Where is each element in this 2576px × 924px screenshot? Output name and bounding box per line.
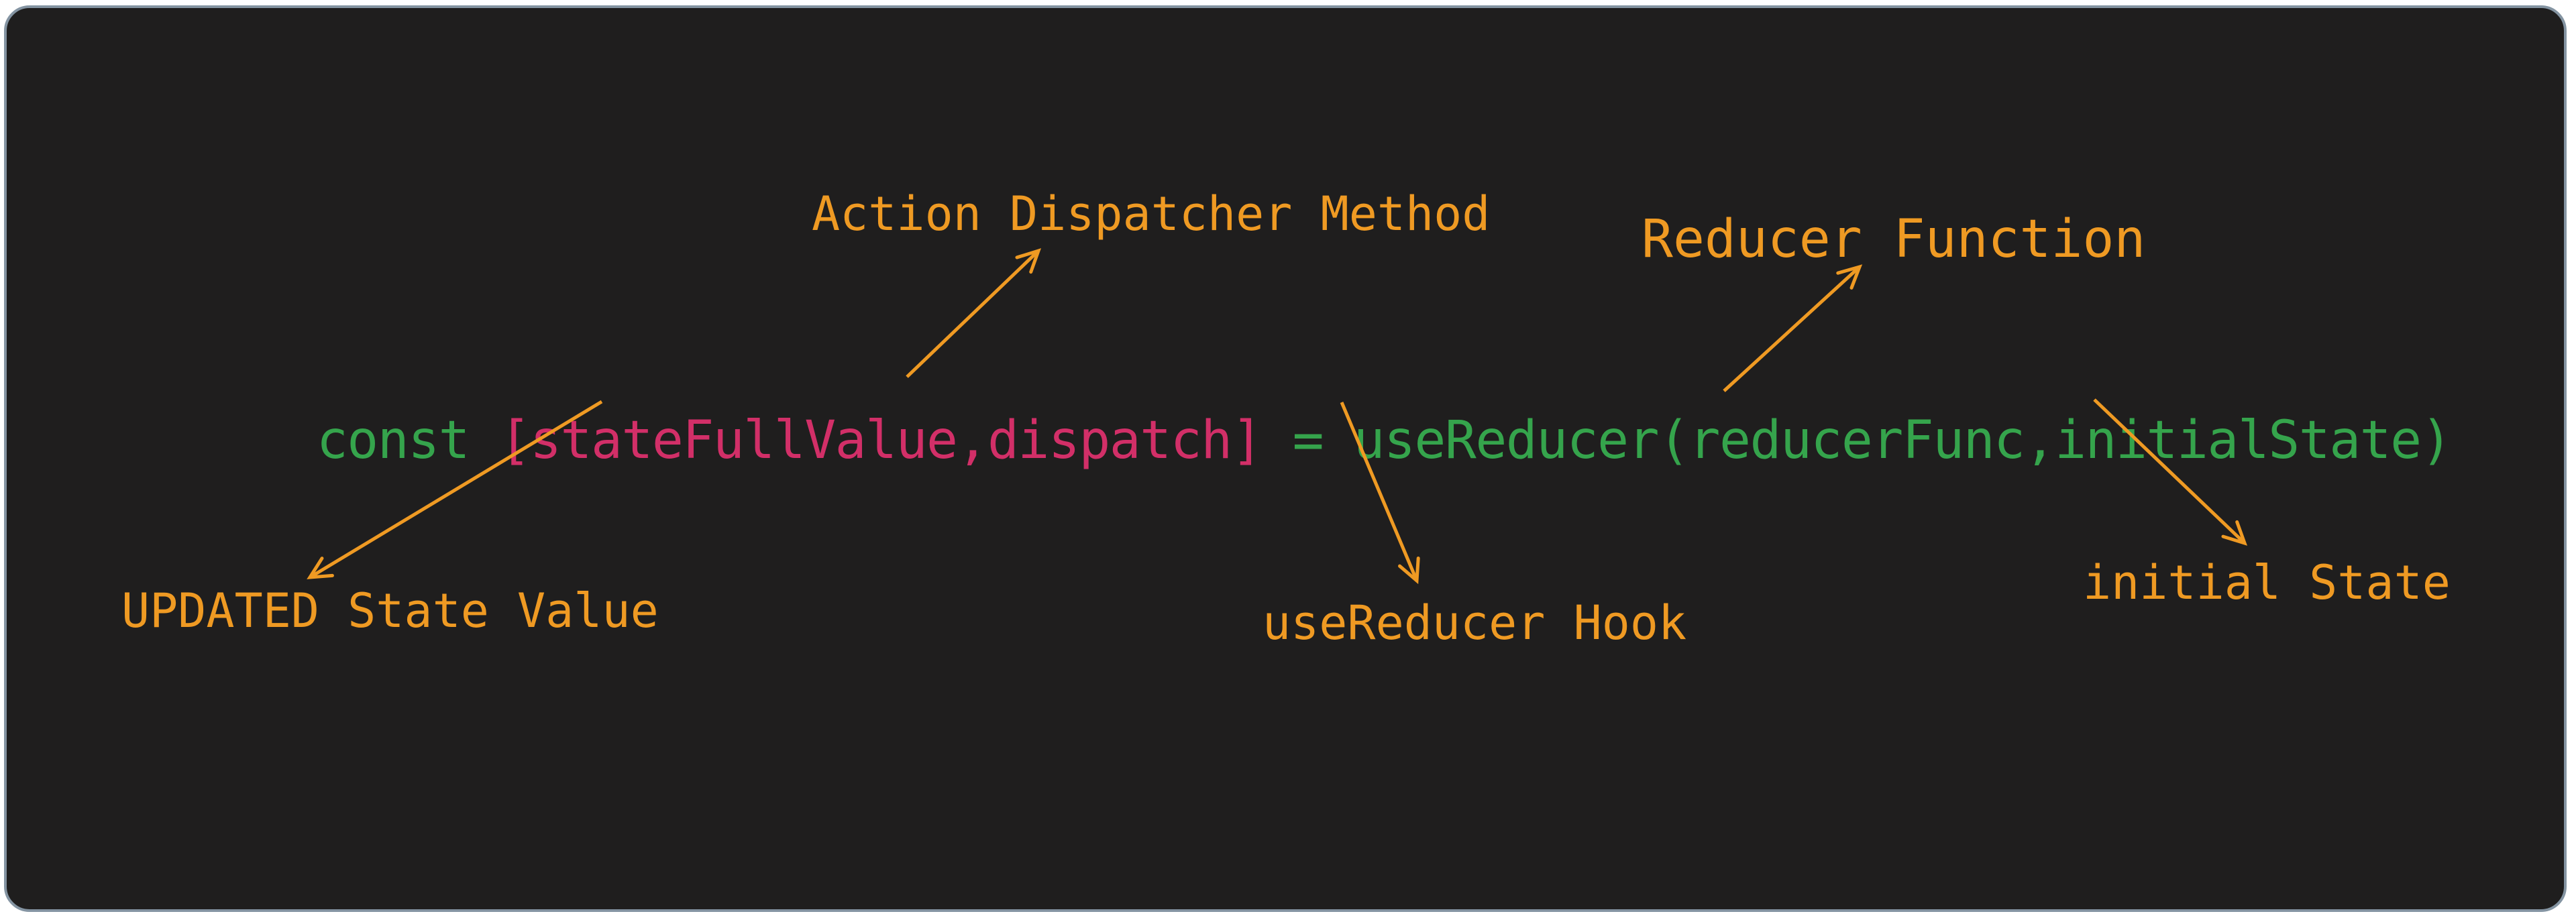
annotation-action-dispatcher-method: Action Dispatcher Method [812,186,1491,241]
equals-sign: = [1262,410,1354,471]
const-keyword: const [316,410,500,471]
annotation-usereducer-hook: useReducer Hook [1263,595,1687,650]
annotation-updated-state-value: UPDATED State Value [121,583,659,638]
usereducer-code-line: const [stateFullValue,dispatch] = useRed… [195,362,2453,519]
annotation-reducer-function: Reducer Function [1642,209,2146,270]
destructured-state-and-dispatch: [stateFullValue,dispatch] [499,410,1263,471]
code-diagram-card: const [stateFullValue,dispatch] = useRed… [4,5,2567,912]
usereducer-call: useReducer(reducerFunc,initialState) [1353,410,2453,471]
annotation-initial-state: initial State [2083,555,2451,610]
